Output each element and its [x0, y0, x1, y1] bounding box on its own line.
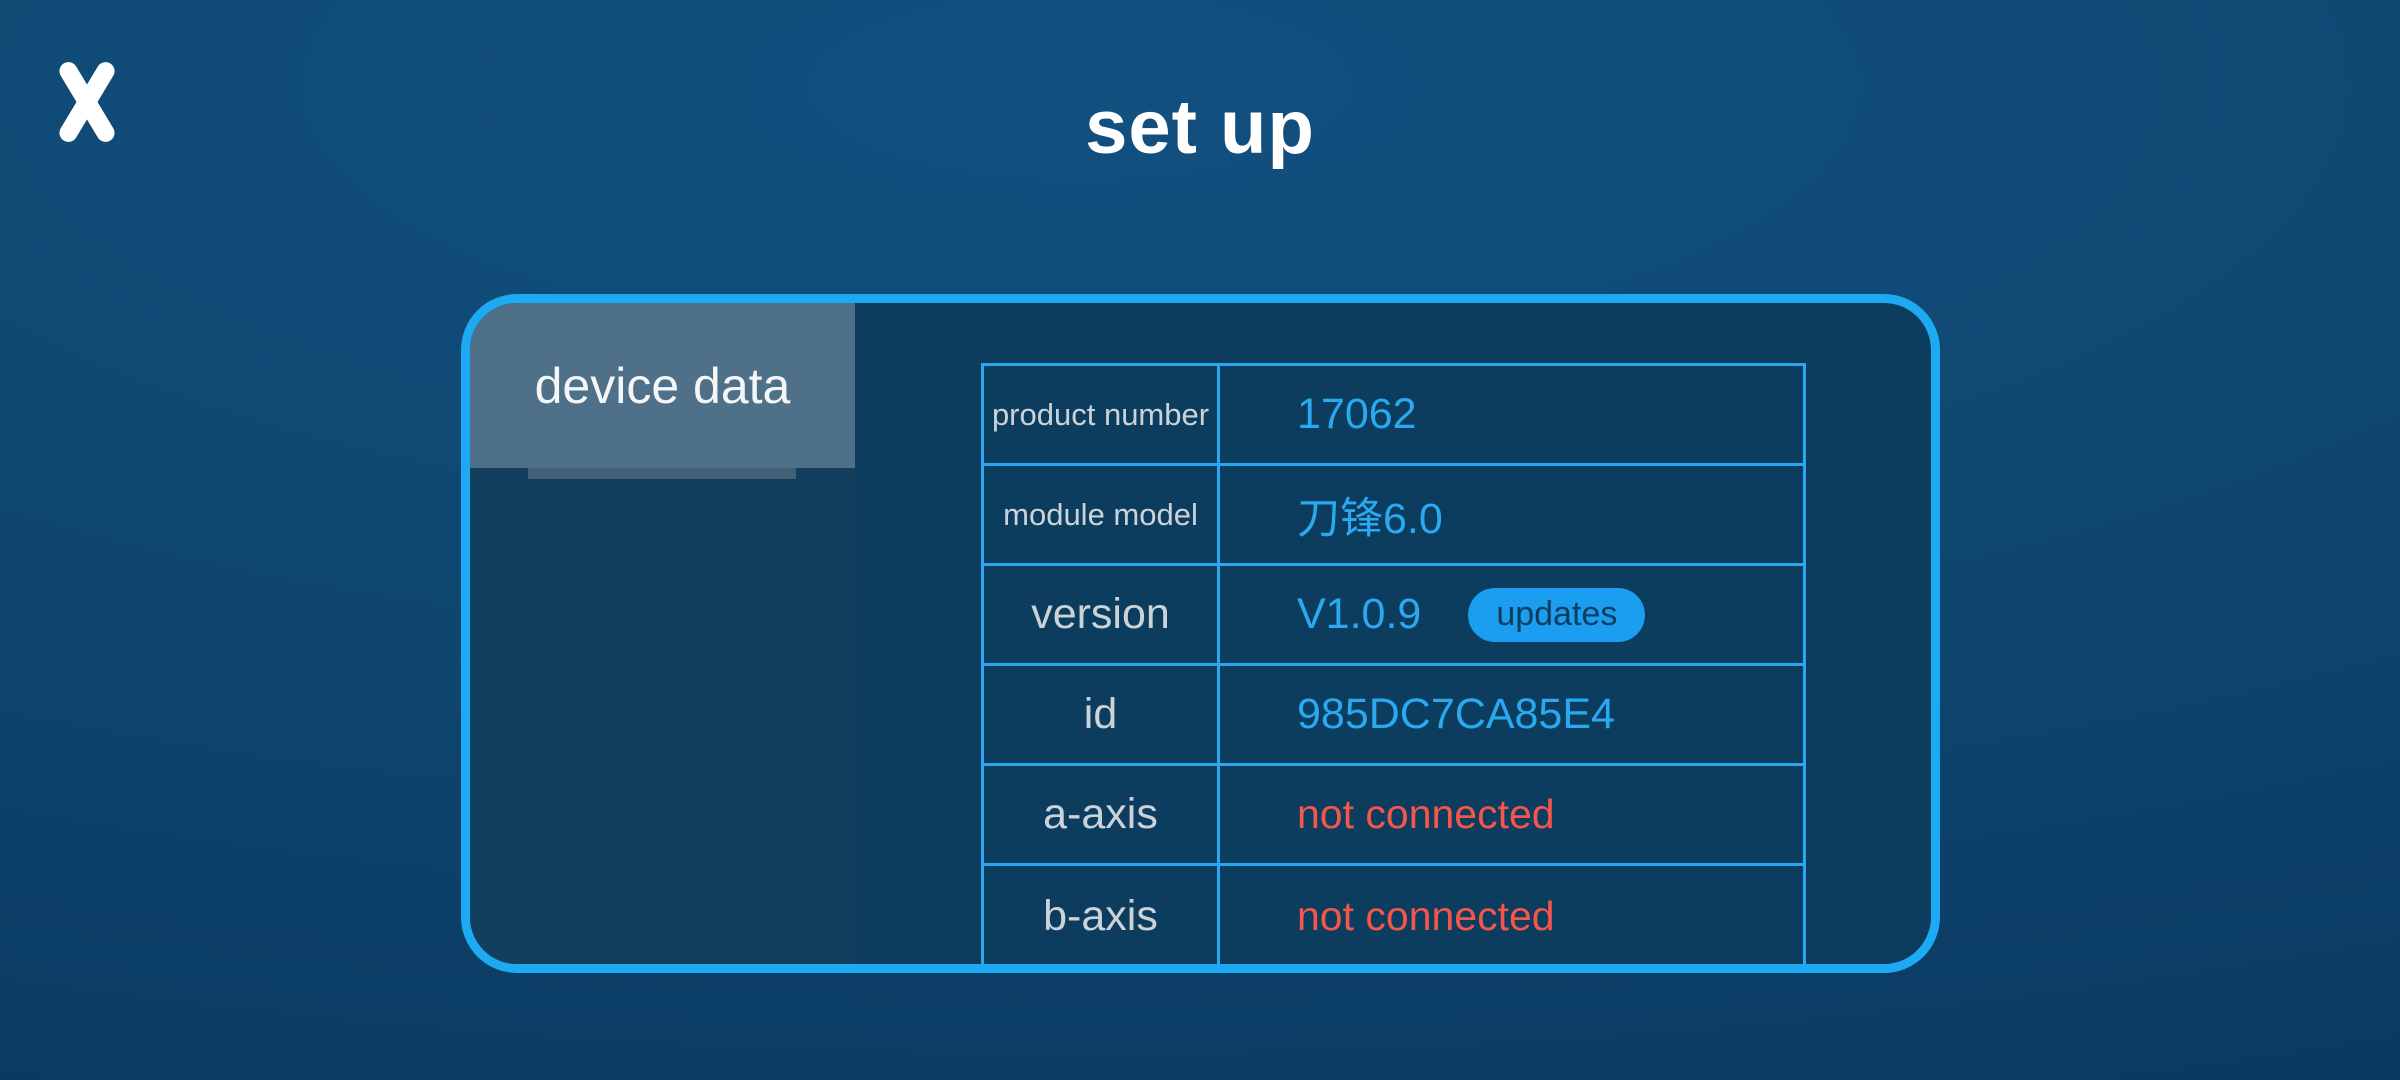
- row-label: module model: [984, 466, 1220, 563]
- row-label: id: [984, 666, 1220, 763]
- tab-shadow: [528, 468, 796, 479]
- row-value-status: not connected: [1297, 892, 1555, 939]
- row-value-status: not connected: [1297, 791, 1555, 837]
- row-value: 刀锋6.0: [1297, 494, 1443, 543]
- row-value: 985DC7CA85E4: [1297, 690, 1615, 738]
- version-value: V1.0.9: [1297, 590, 1422, 638]
- row-label: b-axis: [984, 866, 1220, 964]
- tab-device-data[interactable]: device data: [470, 303, 855, 468]
- table-row-version: version V1.0.9 updates: [984, 566, 1803, 666]
- row-label: product number: [984, 366, 1220, 463]
- table-row-a-axis: a-axis not connected: [984, 766, 1803, 866]
- page-title: set up: [1085, 85, 1315, 170]
- table-row-b-axis: b-axis not connected: [984, 866, 1803, 964]
- row-value: 17062: [1297, 390, 1417, 438]
- table-row-id: id 985DC7CA85E4: [984, 666, 1803, 766]
- tab-device-data-label: device data: [534, 357, 791, 414]
- device-data-table: product number 17062 module model 刀锋6.0 …: [981, 363, 1806, 964]
- updates-button[interactable]: updates: [1468, 587, 1646, 642]
- setup-panel-inner: device data product number 17062 module …: [470, 303, 1931, 964]
- row-label: version: [984, 566, 1220, 663]
- setup-panel: device data product number 17062 module …: [461, 294, 1940, 973]
- table-row-product-number: product number 17062: [984, 366, 1803, 466]
- row-value: V1.0.9 updates: [1220, 566, 1803, 663]
- row-label: a-axis: [984, 766, 1220, 863]
- table-row-module-model: module model 刀锋6.0: [984, 466, 1803, 566]
